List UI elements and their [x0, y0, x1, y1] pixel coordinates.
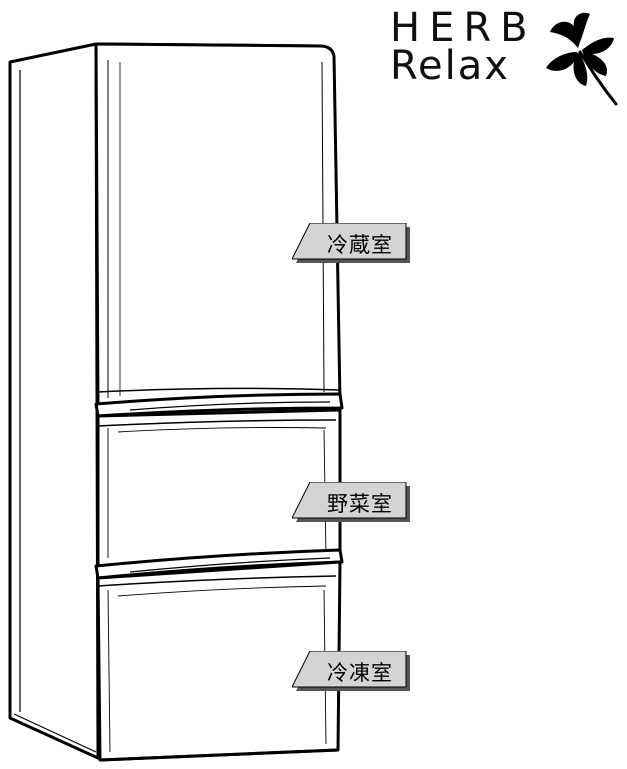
label-freezer-text: 冷凍室 [327, 661, 393, 685]
label-refrigerator: 冷蔵室 [292, 223, 412, 263]
upper-handle [94, 392, 344, 418]
label-refrigerator-text: 冷蔵室 [327, 233, 393, 257]
herb-leaves-icon [546, 12, 618, 106]
label-vegetable: 野菜室 [292, 482, 412, 522]
label-vegetable-text: 野菜室 [327, 492, 393, 516]
freezer-drawer [96, 560, 342, 762]
brand-line-2: Relax [390, 43, 510, 89]
brand-logo: HERB Relax [390, 8, 537, 86]
label-freezer: 冷凍室 [292, 651, 412, 691]
middle-handle [94, 548, 344, 580]
brand-line-1: HERB [390, 5, 537, 51]
refrigerator-door [94, 42, 342, 412]
fridge-side-panel [8, 42, 100, 760]
